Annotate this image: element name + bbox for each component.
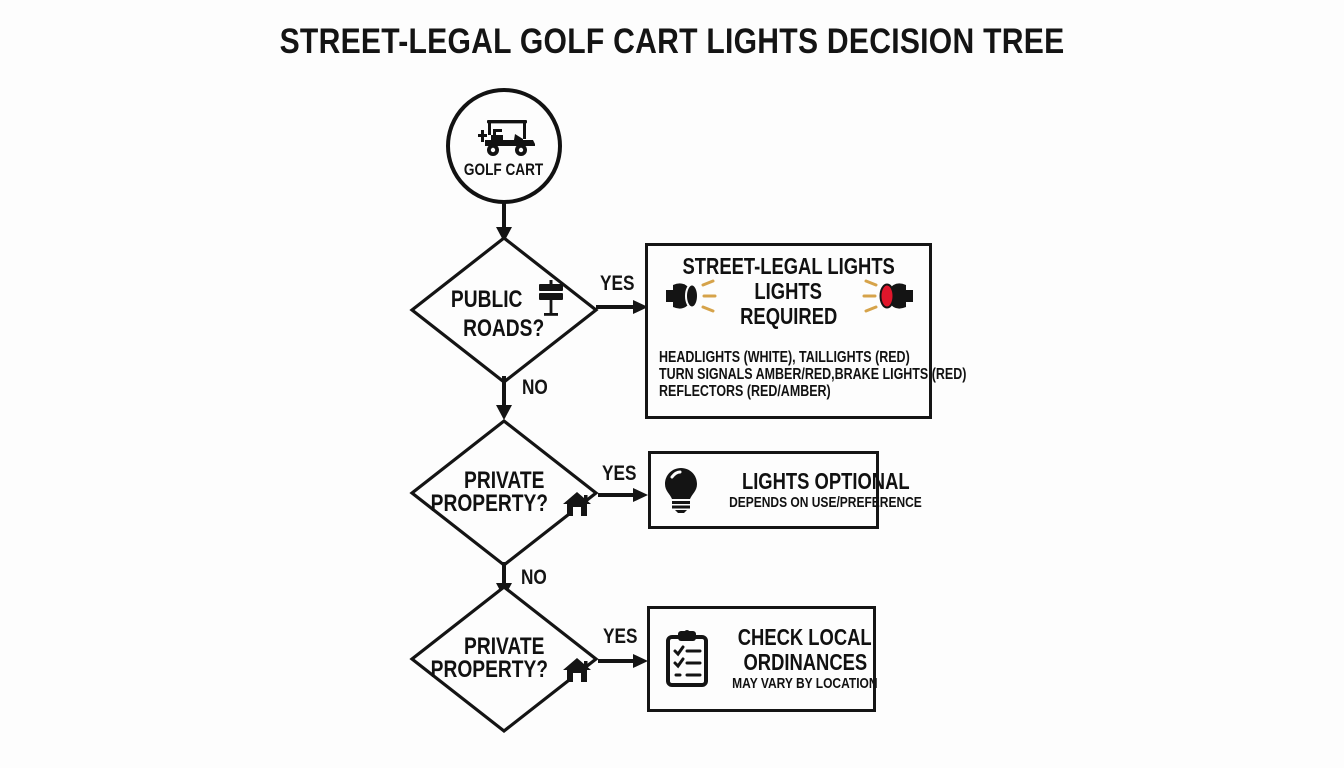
outcome-street-legal-lights-title-line1: STREET-LEGAL LIGHTS (682, 253, 895, 279)
lightbulb-icon (663, 466, 699, 514)
outcome-street-legal-lights-title-line2: LIGHTS (754, 278, 823, 304)
decision-private-property-1[interactable]: PRIVATE PROPERTY? (408, 417, 600, 569)
outcome-street-legal-lights-details: HEADLIGHTS (WHITE), TAILLIGHTS (RED) TUR… (648, 344, 967, 400)
edge-label-no-private-property-1: NO (521, 566, 547, 589)
clipboard-checklist-icon (664, 629, 710, 689)
outcome-check-local-ordinances-title-line2: ORDINANCES (742, 649, 867, 675)
outcome-lights-optional-title: LIGHTS OPTIONAL (741, 467, 910, 494)
detail-line-reflectors: REFLECTORS (RED/AMBER) (659, 382, 831, 400)
outcome-lights-optional: LIGHTS OPTIONAL DEPENDS ON USE/PREFERENC… (648, 451, 922, 529)
edge-label-yes-public-roads: YES (600, 272, 635, 295)
connector-start-to-public-roads (490, 200, 524, 244)
decision-private-property-2[interactable]: PRIVATE PROPERTY? (408, 583, 600, 735)
outcome-lights-optional-subtitle: DEPENDS ON USE/PREFERENCE (729, 493, 922, 511)
page-title: STREET-LEGAL GOLF CART LIGHTS DECISION T… (279, 22, 1065, 61)
outcome-street-legal-lights-title-line3: REQUIRED (739, 303, 838, 329)
outcome-check-local-ordinances: CHECK LOCAL ORDINANCES MAY VARY BY LOCAT… (647, 606, 878, 712)
connector-public-roads-yes (596, 296, 652, 318)
connector-public-roads-no (490, 376, 524, 422)
detail-line-turn-signals: TURN SIGNALS AMBER/RED,BRAKE LIGHTS (RED… (659, 365, 967, 383)
headlight-white-icon (662, 278, 722, 314)
outcome-check-local-ordinances-title-line1: CHECK LOCAL (737, 624, 872, 650)
edge-label-yes-private-property-1: YES (602, 462, 637, 485)
connector-private-property-2-yes (598, 650, 652, 672)
decision-public-roads[interactable]: PUBLIC ROADS? (408, 234, 600, 386)
outcome-check-local-ordinances-subtitle: MAY VARY BY LOCATION (732, 675, 878, 692)
taillight-red-icon (857, 278, 917, 314)
start-node-label: GOLF CART (464, 159, 544, 179)
edge-label-no-public-roads: NO (522, 376, 548, 399)
golf-cart-icon (471, 118, 537, 158)
connector-private-property-1-yes (598, 484, 652, 506)
edge-label-yes-private-property-2: YES (603, 625, 638, 648)
detail-line-headlights: HEADLIGHTS (WHITE), TAILLIGHTS (RED) (659, 349, 910, 366)
outcome-street-legal-lights: STREET-LEGAL LIGHTS LIGHTS REQUIRED HEAD… (645, 243, 967, 419)
start-node-golf-cart: GOLF CART (446, 88, 562, 204)
